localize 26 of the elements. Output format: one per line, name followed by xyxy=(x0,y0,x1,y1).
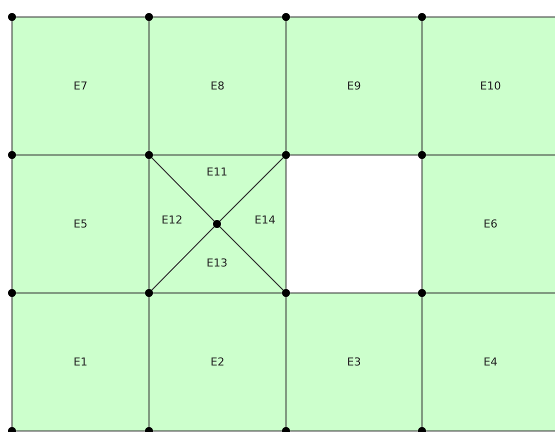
element-label: E11 xyxy=(206,166,228,178)
element-label: E6 xyxy=(484,218,498,230)
element-label: E9 xyxy=(347,80,361,92)
element-label: E3 xyxy=(347,356,361,368)
square-element xyxy=(149,293,286,431)
element-label: E7 xyxy=(74,80,88,92)
element-label: E14 xyxy=(254,214,276,226)
square-element xyxy=(149,17,286,155)
square-element xyxy=(12,293,149,431)
square-element xyxy=(12,17,149,155)
square-element xyxy=(12,155,149,293)
element-label: E2 xyxy=(210,356,224,368)
square-element xyxy=(422,155,555,293)
square-element xyxy=(422,17,555,155)
element-label: E1 xyxy=(74,356,88,368)
square-element xyxy=(286,17,422,155)
triangle-element xyxy=(149,224,286,293)
element-label: E12 xyxy=(162,214,182,226)
square-element xyxy=(286,293,422,431)
square-element xyxy=(422,293,555,431)
element-label: E4 xyxy=(484,356,498,368)
triangle-element xyxy=(149,155,286,224)
element-label: E10 xyxy=(480,80,501,92)
element-label: E5 xyxy=(74,218,88,230)
element-label: E13 xyxy=(206,256,228,270)
element-label: E8 xyxy=(210,80,224,92)
